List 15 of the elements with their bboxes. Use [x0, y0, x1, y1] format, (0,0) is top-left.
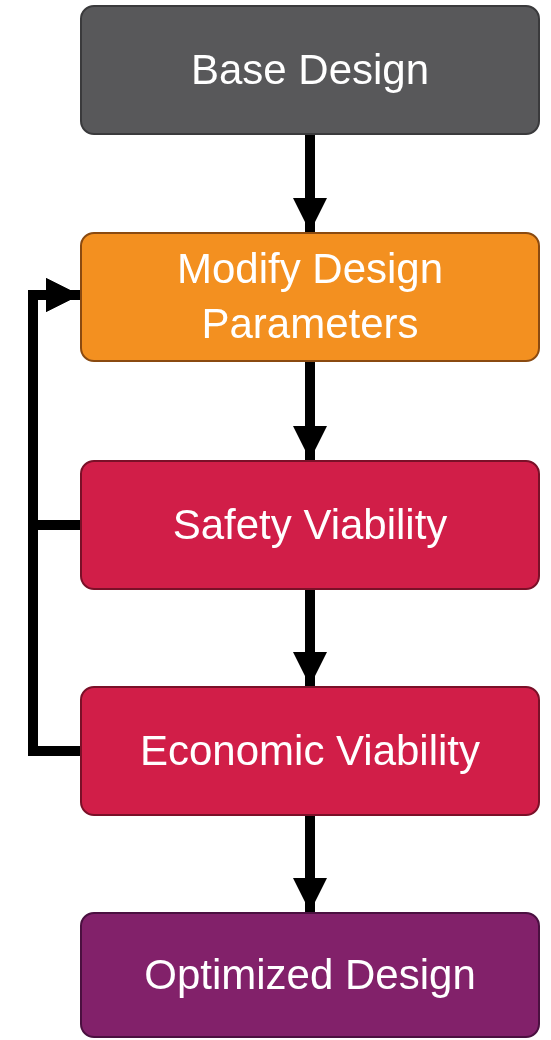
- box-label: Optimized Design: [144, 949, 476, 1000]
- end-box: [80, 912, 540, 1038]
- arrow: [28, 278, 80, 756]
- check-box: [80, 460, 540, 590]
- arrow: [293, 590, 327, 686]
- box-label: Modify Design Parameters: [175, 244, 445, 349]
- start-box: [80, 5, 540, 135]
- arrow: [293, 135, 327, 232]
- box-label: Economic Viability: [139, 725, 480, 776]
- check-box: [80, 686, 540, 816]
- box-label: Base Design: [190, 44, 430, 95]
- process-box: [80, 232, 540, 362]
- arrow: [293, 816, 327, 912]
- box-label: Safety Viability: [172, 499, 448, 550]
- arrow: [293, 362, 327, 460]
